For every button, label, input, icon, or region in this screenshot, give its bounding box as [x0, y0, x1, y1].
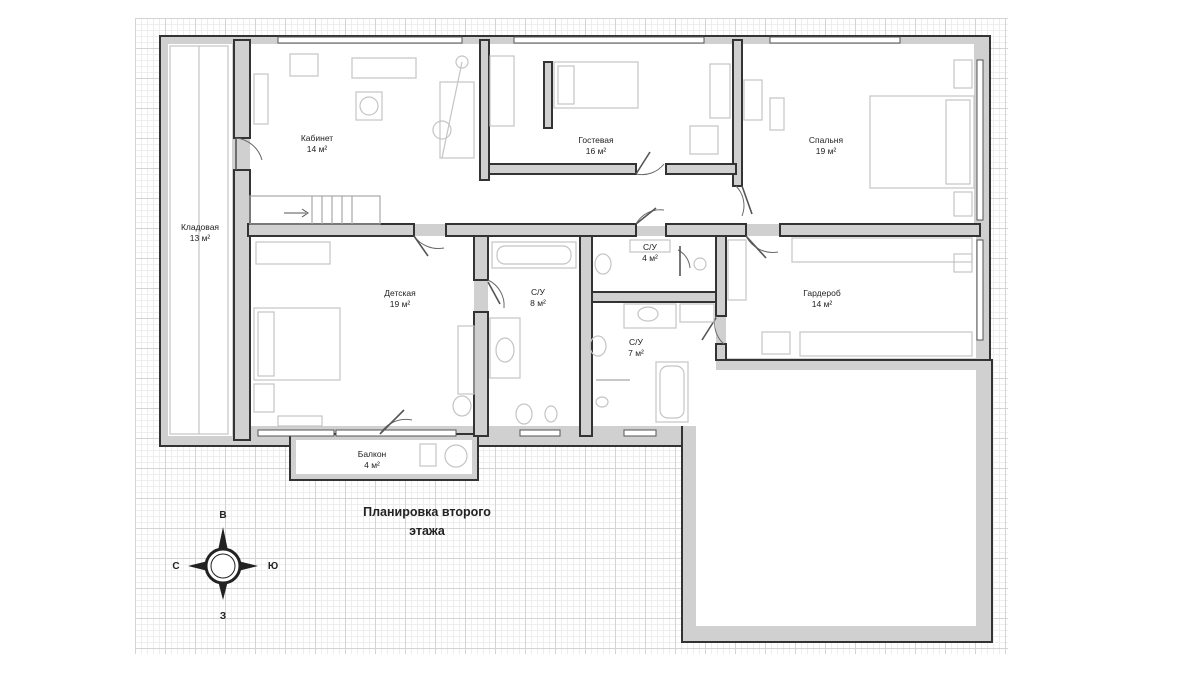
room-area-kabinet: 14 м² [307, 144, 328, 154]
compass-north: В [219, 510, 226, 521]
room-area-su-7: 7 м² [628, 348, 644, 358]
staircase [249, 195, 381, 225]
inner-walls [233, 39, 981, 441]
bedroom-furniture [743, 59, 975, 217]
room-area-detskaya: 19 м² [390, 299, 411, 309]
room-labels: Кладовая 13 м² Кабинет 14 м² Гостевая 16… [181, 133, 844, 470]
plan-caption-line1: Планировка второго [363, 505, 491, 519]
room-name-kladovaya: Кладовая [181, 222, 219, 232]
windows [257, 36, 984, 437]
room-area-su-4: 4 м² [642, 253, 658, 263]
compass-rose-icon: В З С Ю [172, 510, 278, 622]
guest-room-furniture [489, 55, 731, 155]
compass-west: С [172, 561, 179, 572]
storage-shelving [169, 45, 229, 435]
kids-room-furniture [253, 241, 475, 427]
wardrobe-furniture [727, 237, 973, 357]
compass-south: З [220, 611, 226, 622]
doors [235, 137, 779, 435]
room-area-balkon: 4 м² [364, 460, 380, 470]
room-name-gostevaya: Гостевая [578, 135, 614, 145]
room-area-garderob: 14 м² [812, 299, 833, 309]
compass-east: Ю [268, 561, 278, 572]
room-name-balkon: Балкон [358, 449, 387, 459]
room-name-su-4: С/У [643, 242, 658, 252]
room-name-su-7: С/У [629, 337, 644, 347]
plan-caption-line2: этажа [409, 524, 446, 538]
room-area-gostevaya: 16 м² [586, 146, 607, 156]
room-interiors [168, 44, 976, 626]
room-area-kladovaya: 13 м² [190, 233, 211, 243]
plan-caption: Планировка второго этажа [363, 505, 491, 538]
room-area-su-8: 8 м² [530, 298, 546, 308]
room-name-kabinet: Кабинет [301, 133, 333, 143]
bathroom-fixtures [489, 239, 715, 425]
balcony-furniture [419, 443, 468, 468]
room-name-detskaya: Детская [384, 288, 416, 298]
room-area-spalnya: 19 м² [816, 146, 837, 156]
office-furniture [253, 53, 475, 159]
room-name-garderob: Гардероб [803, 288, 841, 298]
room-name-spalnya: Спальня [809, 135, 844, 145]
room-name-su-8: С/У [531, 287, 546, 297]
